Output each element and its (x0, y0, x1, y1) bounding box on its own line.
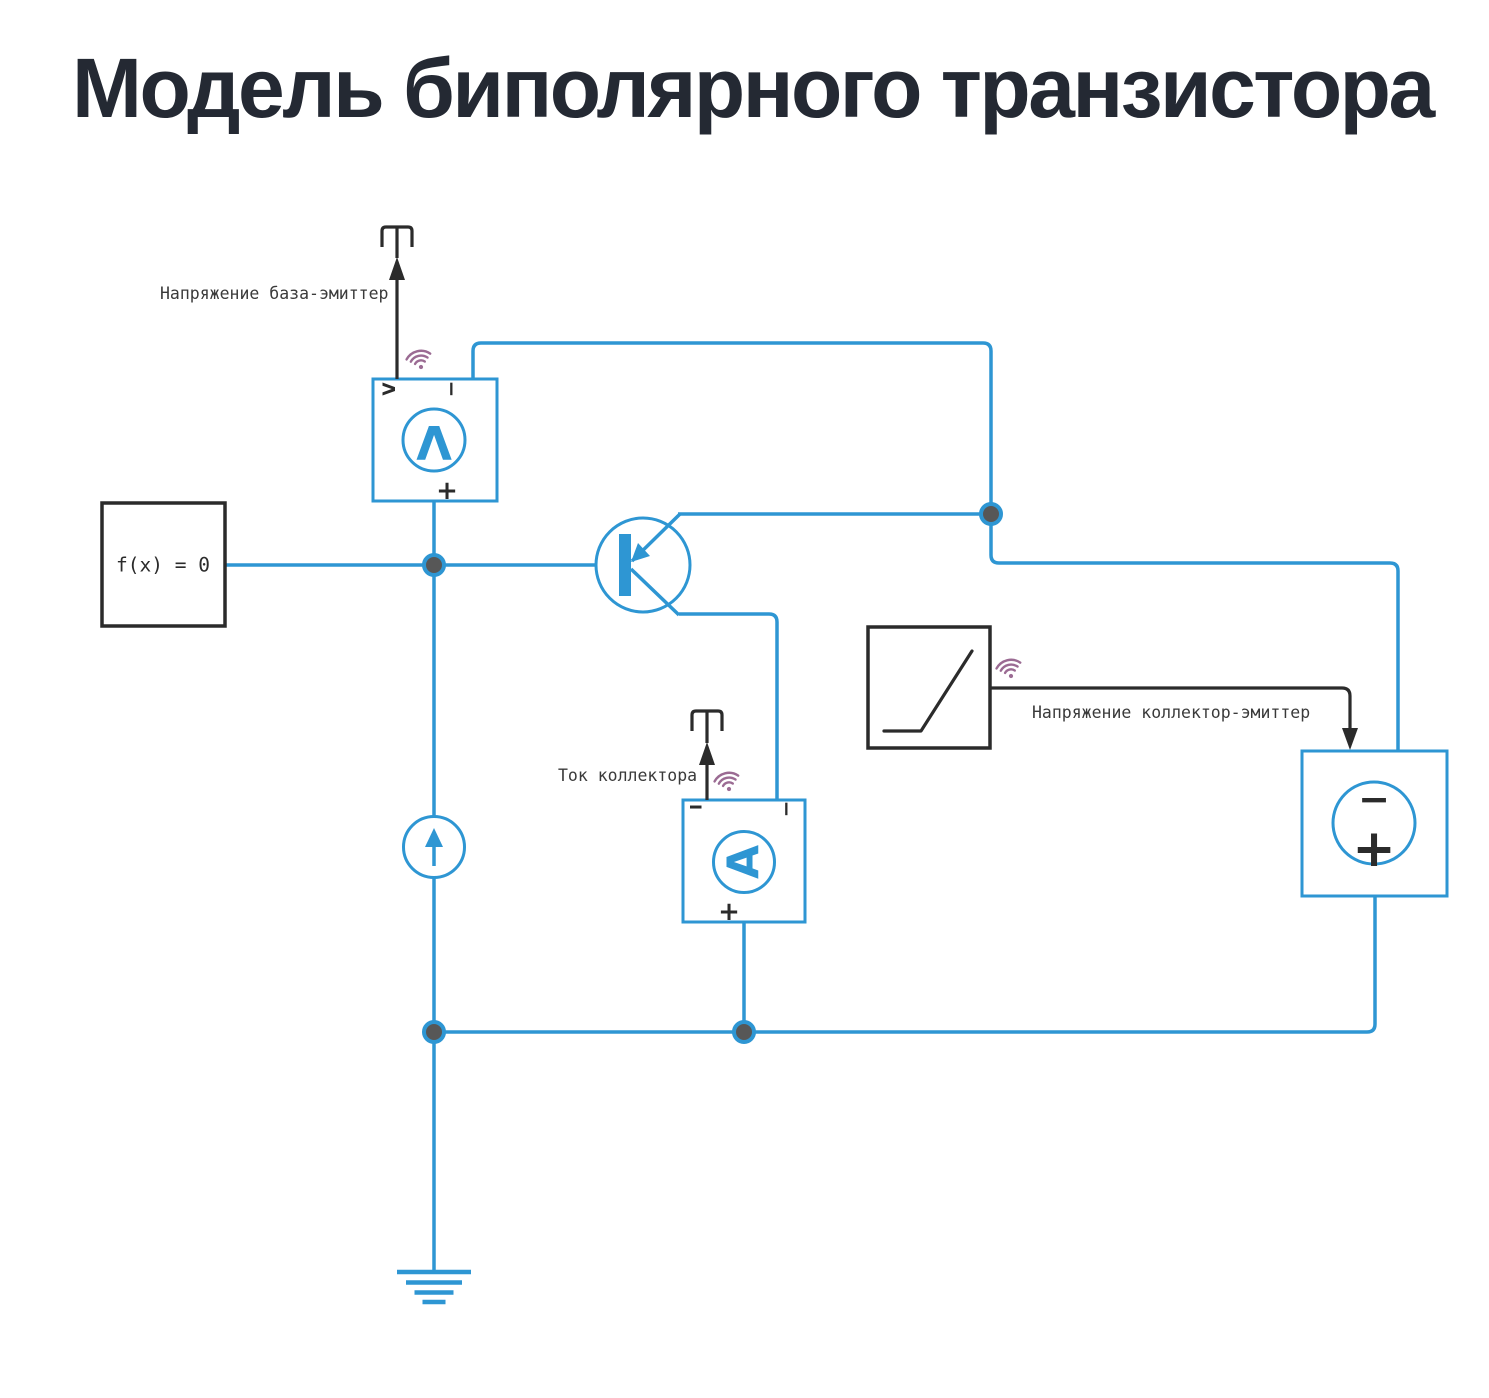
transistor-collector-lead (629, 567, 681, 617)
transistor-block[interactable] (594, 512, 692, 617)
ammeter-output-port-label: I (687, 804, 706, 810)
signal-arrowhead-ammeter (699, 742, 715, 765)
voltmeter-minus-port-label: − (440, 381, 464, 398)
signal-wire-ramp[interactable] (990, 686, 1352, 728)
transistor-emitter-arrow (631, 543, 650, 562)
signal-label-collector-current: Ток коллектора (558, 766, 698, 785)
ramp-block-frame[interactable] (866, 625, 992, 750)
signal-label-base-emitter-voltage: Напряжение база-эмиттер (160, 284, 389, 303)
junction-bottom-left-node[interactable] (422, 1020, 446, 1044)
streaming-badge-ramp-icon[interactable] (995, 657, 1023, 681)
streaming-badge-ammeter-icon[interactable] (713, 770, 741, 794)
voltmeter-plus-port-label: + (436, 476, 458, 506)
ramp-block[interactable] (866, 625, 992, 750)
wire-sensor-minus-to-source[interactable] (471, 341, 1400, 751)
ammeter-dial-letter: A (719, 845, 770, 879)
signal-arrowhead-voltmeter (389, 257, 405, 280)
wire-junctions (422, 502, 1003, 1044)
collector-emitter-signal[interactable] (990, 657, 1358, 750)
ammeter-dial-icon (712, 830, 776, 894)
voltage-source-plus-label: + (1352, 819, 1396, 879)
ammeter-plus-port-label: + (718, 897, 740, 927)
transistor-base-bar (619, 534, 631, 596)
scope-terminator-ammeter[interactable] (690, 709, 724, 743)
current-sensor-block[interactable]: A I − + (681, 798, 807, 927)
ammeter-minus-port-label: − (775, 801, 799, 818)
ramp-curve-icon (882, 649, 974, 733)
voltmeter-dial-letter: V (416, 415, 452, 469)
solver-block-label: f(x) = 0 (116, 554, 210, 577)
controlled-voltage-source-block[interactable]: − + (1300, 749, 1449, 898)
base-emitter-signal[interactable] (380, 225, 433, 379)
current-source-arrowhead (425, 828, 443, 847)
ground-block[interactable] (397, 1269, 471, 1305)
solver-configuration-block[interactable]: f(x) = 0 (100, 501, 227, 628)
scope-terminator-voltmeter[interactable] (380, 225, 414, 258)
collector-current-signal[interactable] (690, 709, 741, 800)
signal-label-collector-emitter-voltage: Напряжение коллектор-эмиттер (1032, 703, 1311, 722)
solver-block-frame[interactable] (100, 501, 227, 628)
streaming-badge-voltmeter-icon[interactable] (405, 348, 433, 372)
junction-emitter-node[interactable] (979, 502, 1003, 526)
voltmeter-dial-icon (401, 407, 467, 473)
voltage-sensor-block[interactable]: V V − + (371, 377, 499, 506)
junction-bottom-mid-node[interactable] (732, 1020, 756, 1044)
junction-base-node[interactable] (422, 553, 446, 577)
voltmeter-output-port-label: V (380, 382, 400, 396)
transistor-body[interactable] (594, 516, 692, 614)
wire-collector-to-ammeter[interactable] (679, 612, 779, 832)
voltage-source-body (1331, 780, 1417, 866)
voltage-source-minus-label: − (1358, 777, 1390, 821)
wire-bottom-rail[interactable] (434, 896, 1377, 1034)
current-source-block[interactable] (402, 815, 466, 879)
signal-arrowhead-ramp (1342, 728, 1358, 750)
page-title: Модель биполярного транзистора (72, 41, 1435, 135)
